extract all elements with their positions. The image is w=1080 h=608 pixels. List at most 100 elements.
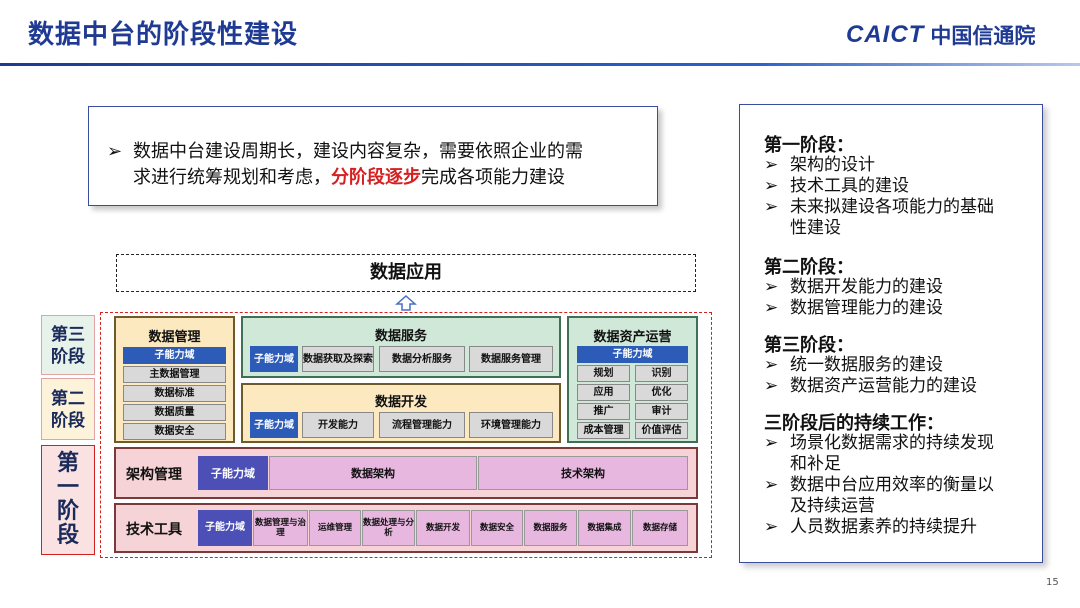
mgmt-item: 子能力域 <box>123 347 226 364</box>
technical-tools-panel: 技术工具 子能力域 数据管理与治理 运维管理 数据处理与分析 数据开发 数据安全… <box>114 503 698 553</box>
panel-title: 数据开发 <box>374 395 427 410</box>
bullet-icon: ➢ <box>764 355 779 375</box>
stage-1-items: ➢架构的设计 ➢技术工具的建设 ➢未来拟建设各项能力的基础 性建设 <box>764 155 1034 239</box>
tools-cell: 数据存储 <box>632 510 688 546</box>
caict-logo: CAICT 中国信通院 <box>846 20 1035 50</box>
list-item: ➢ 统一数据服务的建设 <box>764 355 1034 376</box>
asset-cell: 推广 <box>577 403 630 420</box>
stage-2-heading: 第二阶段： <box>764 257 854 278</box>
list-item: ➢人员数据素养的持续提升 <box>764 517 1034 538</box>
stage-3-label: 第三 阶段 <box>41 315 95 375</box>
panel-title: 数据资产运营 <box>593 330 672 345</box>
stage-3-text-b: 阶段 <box>51 347 85 367</box>
data-asset-operation-panel: 数据资产运营 子能力域 规划 识别 应用 优化 推广 审计 成本管理 价值评估 <box>567 316 698 443</box>
stage-1-label: 第 一 阶 段 <box>41 445 95 555</box>
architecture-management-panel: 架构管理 子能力域 数据架构 技术架构 <box>114 447 698 499</box>
stage-3-items: ➢ 统一数据服务的建设 ➢ 数据资产运营能力的建设 <box>764 355 1034 397</box>
dev-cell: 开发能力 <box>302 412 374 438</box>
stage-2-items: ➢ 数据开发能力的建设 ➢ 数据管理能力的建设 <box>764 277 1034 319</box>
asset-cell: 规划 <box>577 365 630 382</box>
service-cell: 子能力域 <box>250 346 298 372</box>
stage-2-label: 第二 阶段 <box>41 378 95 440</box>
asset-cell: 价值评估 <box>635 422 688 439</box>
header-divider <box>0 63 1080 66</box>
mgmt-item: 数据标准 <box>123 385 226 402</box>
list-item-text: 统一数据服务的建设 <box>790 355 943 375</box>
list-item-text: 未来拟建设各项能力的基础 <box>790 197 994 217</box>
dev-cell: 子能力域 <box>250 412 298 438</box>
ongoing-heading: 三阶段后的持续工作： <box>764 413 944 434</box>
bullet-icon: ➢ <box>764 176 779 196</box>
row-label: 技术工具 <box>126 522 182 538</box>
arch-cell: 技术架构 <box>478 456 688 490</box>
logo-en: CAICT <box>846 21 925 48</box>
intro-highlight: 分阶段逐步 <box>331 167 421 188</box>
list-item-text: 数据资产运营能力的建设 <box>790 376 977 396</box>
stage-2-text-a: 第二 <box>51 389 85 409</box>
bullet-icon: ➢ <box>107 141 123 162</box>
bullet-icon: ➢ <box>764 433 779 453</box>
list-item-text: 数据开发能力的建设 <box>790 277 943 297</box>
logo-cn: 中国信通院 <box>930 24 1036 48</box>
bullet-icon: ➢ <box>764 298 779 318</box>
arch-cell: 子能力域 <box>198 456 268 490</box>
intro-text-2a: 求进行统筹规划和考虑， <box>133 167 331 188</box>
tools-cell: 数据集成 <box>578 510 631 546</box>
mgmt-item: 数据安全 <box>123 423 226 440</box>
list-item: ➢ 未来拟建设各项能力的基础 <box>764 197 1034 218</box>
bullet-icon: ➢ <box>764 155 779 175</box>
tools-cell: 数据处理与分析 <box>362 510 415 546</box>
tools-cell: 数据安全 <box>471 510 523 546</box>
intro-text-2b: 完成各项能力建设 <box>421 167 565 188</box>
asset-cell: 成本管理 <box>577 422 630 439</box>
stage-summary-box: 第一阶段： ➢架构的设计 ➢技术工具的建设 ➢未来拟建设各项能力的基础 性建设 … <box>739 104 1043 563</box>
panel-title: 数据服务 <box>374 329 427 344</box>
stage-1-text-c: 阶 <box>56 499 79 524</box>
tools-cell: 运维管理 <box>309 510 361 546</box>
panel-title: 数据管理 <box>148 330 201 345</box>
list-item-continued: 及持续运营 <box>790 496 875 516</box>
list-item-text: 数据管理能力的建设 <box>790 298 943 318</box>
intro-text-1: 数据中台建设周期长，建设内容复杂，需要依照企业的需 <box>133 141 583 162</box>
bullet-icon: ➢ <box>764 475 779 495</box>
page-number: 15 <box>1046 577 1059 588</box>
list-item: ➢ 数据开发能力的建设 <box>764 277 1034 298</box>
data-management-panel: 数据管理 子能力域 主数据管理 数据标准 数据质量 数据安全 <box>114 316 235 443</box>
stage-1-heading: 第一阶段： <box>764 135 854 156</box>
data-application-box: 数据应用 <box>116 254 696 292</box>
asset-header: 子能力域 <box>577 346 688 363</box>
asset-cell: 审计 <box>635 403 688 420</box>
asset-cell: 应用 <box>577 384 630 401</box>
stage-2-text-b: 阶段 <box>51 411 85 431</box>
stage-1-text-d: 段 <box>56 523 79 548</box>
asset-cell: 识别 <box>635 365 688 382</box>
bullet-icon: ➢ <box>764 517 779 537</box>
dev-cell: 环境管理能力 <box>469 412 553 438</box>
data-service-panel: 数据服务 子能力域 数据获取及探索 数据分析服务 数据服务管理 <box>241 316 561 378</box>
intro-line-2: 求进行统筹规划和考虑，分阶段逐步完成各项能力建设 <box>133 163 565 189</box>
bullet-icon: ➢ <box>764 277 779 297</box>
tools-cell: 数据管理与治理 <box>253 510 308 546</box>
tools-cell: 子能力域 <box>198 510 252 546</box>
bullet-icon: ➢ <box>764 376 779 396</box>
dev-cell: 流程管理能力 <box>379 412 465 438</box>
list-item: ➢场景化数据需求的持续发现 <box>764 433 1034 454</box>
stage-1-text-b: 一 <box>56 475 79 500</box>
list-item-text: 数据中台应用效率的衡量以 <box>790 475 994 495</box>
stage-3-heading: 第三阶段： <box>764 335 854 356</box>
asset-cell: 优化 <box>635 384 688 401</box>
stage-1-text-a: 第 <box>56 451 79 476</box>
list-item-continued: 性建设 <box>790 218 841 238</box>
service-cell: 数据获取及探索 <box>302 346 374 372</box>
list-item: ➢ 数据管理能力的建设 <box>764 298 1034 319</box>
stage-3-text-a: 第三 <box>51 325 85 345</box>
service-cell: 数据分析服务 <box>379 346 465 372</box>
data-development-panel: 数据开发 子能力域 开发能力 流程管理能力 环境管理能力 <box>241 383 561 443</box>
list-item-text: 技术工具的建设 <box>790 176 909 196</box>
intro-line-1: ➢ 数据中台建设周期长，建设内容复杂，需要依照企业的需 <box>107 137 583 163</box>
list-item: ➢ 数据中台应用效率的衡量以 <box>764 475 1034 496</box>
mgmt-item: 主数据管理 <box>123 366 226 383</box>
bullet-icon: ➢ <box>764 197 779 217</box>
tools-cell: 数据开发 <box>416 510 470 546</box>
intro-box: ➢ 数据中台建设周期长，建设内容复杂，需要依照企业的需 求进行统筹规划和考虑，分阶… <box>88 106 658 206</box>
